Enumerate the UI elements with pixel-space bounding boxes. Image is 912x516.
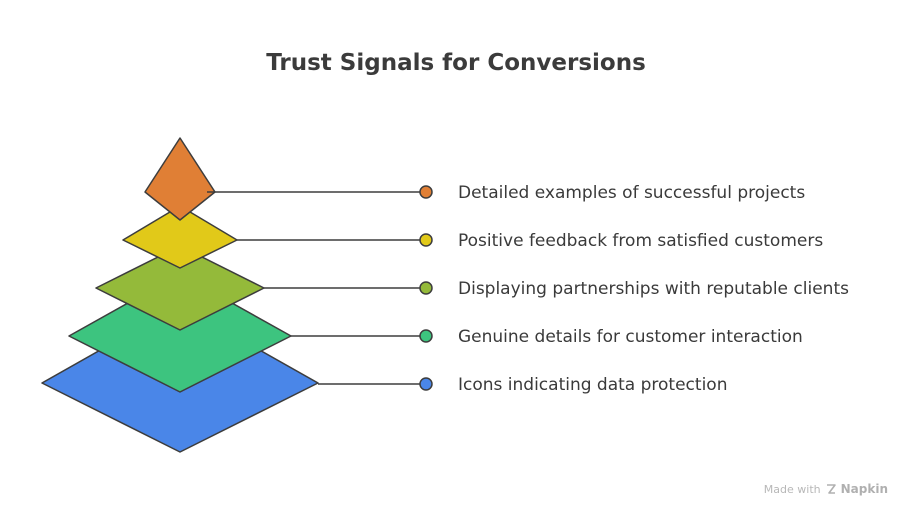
diagram-title: Trust Signals for Conversions bbox=[266, 50, 646, 76]
connector-dot-2 bbox=[419, 233, 433, 247]
pyramid-layer-3 bbox=[95, 245, 265, 331]
napkin-brand: Napkin bbox=[840, 482, 888, 496]
layer-label-1: Detailed examples of successful projects bbox=[458, 183, 805, 203]
layer-label-3: Displaying partnerships with reputable c… bbox=[458, 279, 849, 299]
pyramid-layer-4 bbox=[68, 273, 292, 393]
pyramid-layer-2 bbox=[122, 205, 238, 269]
napkin-icon bbox=[826, 484, 836, 494]
layer-label-2: Positive feedback from satisfied custome… bbox=[458, 231, 823, 251]
napkin-watermark: Made with Napkin bbox=[764, 482, 888, 496]
layer-label-5: Icons indicating data protection bbox=[458, 375, 727, 395]
connector-dot-1 bbox=[419, 185, 433, 199]
made-with-text: Made with bbox=[763, 482, 821, 496]
layer-label-4: Genuine details for customer interaction bbox=[458, 327, 803, 347]
connector-dot-5 bbox=[419, 377, 433, 391]
connector-dot-3 bbox=[419, 281, 433, 295]
pyramid-layer-1 bbox=[144, 137, 216, 221]
connector-dot-4 bbox=[419, 329, 433, 343]
